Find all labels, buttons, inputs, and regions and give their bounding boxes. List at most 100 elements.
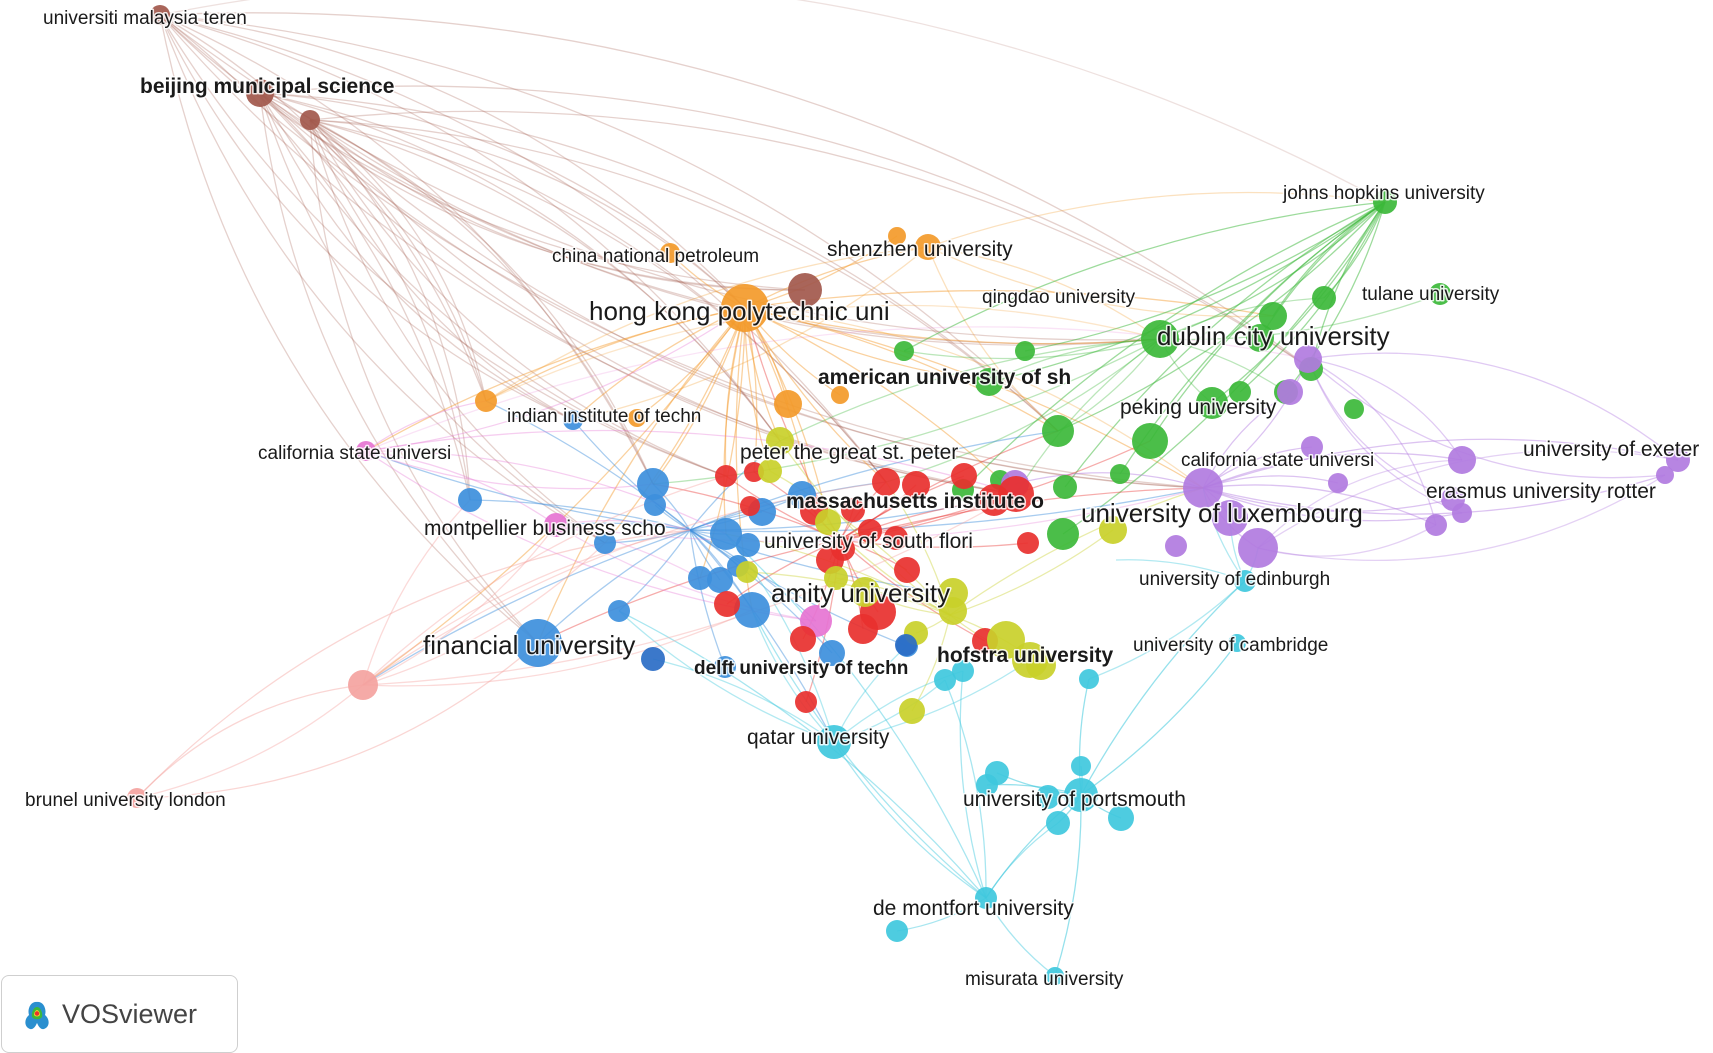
network-node[interactable]: [644, 494, 666, 516]
network-node[interactable]: [850, 577, 880, 607]
node-label[interactable]: universiti malaysia teren: [42, 7, 249, 31]
network-node[interactable]: [952, 660, 974, 682]
network-node[interactable]: [915, 234, 941, 260]
network-node[interactable]: [1015, 341, 1035, 361]
network-node[interactable]: [939, 597, 967, 625]
node-label[interactable]: university of portsmouth: [962, 787, 1188, 813]
network-node[interactable]: [300, 110, 320, 130]
node-label[interactable]: financial university: [422, 629, 637, 662]
network-node[interactable]: [1429, 283, 1451, 305]
network-node[interactable]: [1238, 528, 1278, 568]
node-label[interactable]: beijing municipal science: [139, 74, 396, 100]
network-node[interactable]: [1344, 399, 1364, 419]
network-node[interactable]: [824, 566, 848, 590]
network-node[interactable]: [1425, 514, 1447, 536]
network-node[interactable]: [1666, 448, 1690, 472]
network-node[interactable]: [888, 227, 906, 245]
network-node[interactable]: [886, 920, 908, 942]
node-label[interactable]: erasmus university rotter: [1425, 479, 1658, 505]
network-node[interactable]: [608, 600, 630, 622]
network-node[interactable]: [660, 243, 680, 263]
node-label[interactable]: california state universi: [1180, 449, 1376, 473]
network-node[interactable]: [1234, 570, 1256, 592]
network-node[interactable]: [736, 561, 758, 583]
node-label[interactable]: shenzhen university: [826, 237, 1015, 263]
network-node[interactable]: [934, 669, 956, 691]
network-node[interactable]: [976, 774, 998, 796]
network-node[interactable]: [1132, 423, 1168, 459]
network-node[interactable]: [1079, 669, 1099, 689]
node-label[interactable]: tulane university: [1361, 283, 1502, 307]
network-node[interactable]: [1110, 464, 1130, 484]
network-node[interactable]: [1246, 324, 1274, 352]
network-node[interactable]: [1259, 302, 1287, 330]
network-node[interactable]: [1108, 805, 1134, 831]
network-node[interactable]: [1026, 650, 1056, 680]
node-label[interactable]: indian institute of techn: [506, 405, 703, 429]
network-node[interactable]: [978, 484, 1010, 516]
network-node[interactable]: [1046, 967, 1064, 985]
network-node[interactable]: [1448, 446, 1476, 474]
network-node[interactable]: [734, 592, 770, 628]
network-node[interactable]: [1229, 381, 1251, 403]
network-node[interactable]: [688, 566, 712, 590]
network-node[interactable]: [1228, 634, 1246, 652]
node-label[interactable]: university of south flori: [763, 529, 975, 555]
network-node[interactable]: [1141, 320, 1179, 358]
node-label[interactable]: misurata university: [964, 968, 1126, 992]
network-node[interactable]: [1053, 475, 1077, 499]
network-node[interactable]: [475, 390, 497, 412]
node-label[interactable]: dublin city university: [1156, 320, 1392, 353]
node-label[interactable]: montpellier business scho: [423, 516, 668, 542]
network-node[interactable]: [637, 468, 669, 500]
network-node[interactable]: [1294, 345, 1322, 373]
network-node[interactable]: [514, 619, 562, 667]
network-node[interactable]: [1452, 503, 1472, 523]
network-node[interactable]: [1099, 516, 1127, 544]
network-node[interactable]: [795, 691, 817, 713]
network-node[interactable]: [1046, 811, 1070, 835]
node-label[interactable]: peking university: [1119, 395, 1279, 421]
network-node[interactable]: [758, 459, 782, 483]
network-node[interactable]: [246, 79, 274, 107]
network-node[interactable]: [1064, 778, 1098, 812]
network-node[interactable]: [1071, 756, 1091, 776]
network-node[interactable]: [815, 509, 841, 535]
network-node[interactable]: [1301, 436, 1323, 458]
network-node[interactable]: [894, 557, 920, 583]
network-node[interactable]: [1277, 379, 1303, 405]
network-node[interactable]: [790, 626, 816, 652]
network-node[interactable]: [902, 471, 930, 499]
node-label[interactable]: university of cambridge: [1132, 634, 1330, 658]
network-node[interactable]: [831, 386, 849, 404]
network-node[interactable]: [1196, 387, 1228, 419]
network-node[interactable]: [774, 390, 802, 418]
network-node[interactable]: [348, 670, 378, 700]
node-label[interactable]: china national petroleum: [551, 245, 761, 269]
network-node[interactable]: [707, 567, 733, 593]
network-node[interactable]: [563, 410, 583, 430]
network-node[interactable]: [951, 463, 977, 489]
node-label[interactable]: california state universi: [257, 442, 453, 466]
node-label[interactable]: university of edinburgh: [1138, 568, 1332, 592]
network-node[interactable]: [710, 518, 742, 550]
network-node[interactable]: [841, 498, 865, 522]
network-node[interactable]: [356, 441, 376, 461]
node-label[interactable]: university of luxembourg: [1080, 497, 1365, 530]
network-node[interactable]: [1183, 468, 1223, 508]
network-node[interactable]: [1656, 466, 1674, 484]
node-label[interactable]: amity university: [770, 577, 952, 610]
network-node[interactable]: [458, 488, 482, 512]
network-node[interactable]: [1042, 415, 1074, 447]
node-label[interactable]: massachusetts institute o: [785, 489, 1046, 515]
network-node[interactable]: [848, 614, 878, 644]
network-node[interactable]: [1047, 518, 1079, 550]
node-label[interactable]: brunel university london: [24, 789, 228, 813]
network-node[interactable]: [1017, 532, 1039, 554]
node-label[interactable]: delft university of techn: [693, 657, 910, 681]
network-node[interactable]: [975, 887, 997, 909]
node-label[interactable]: qingdao university: [981, 286, 1138, 310]
node-label[interactable]: hofstra university: [936, 643, 1116, 669]
network-node[interactable]: [1312, 286, 1336, 310]
